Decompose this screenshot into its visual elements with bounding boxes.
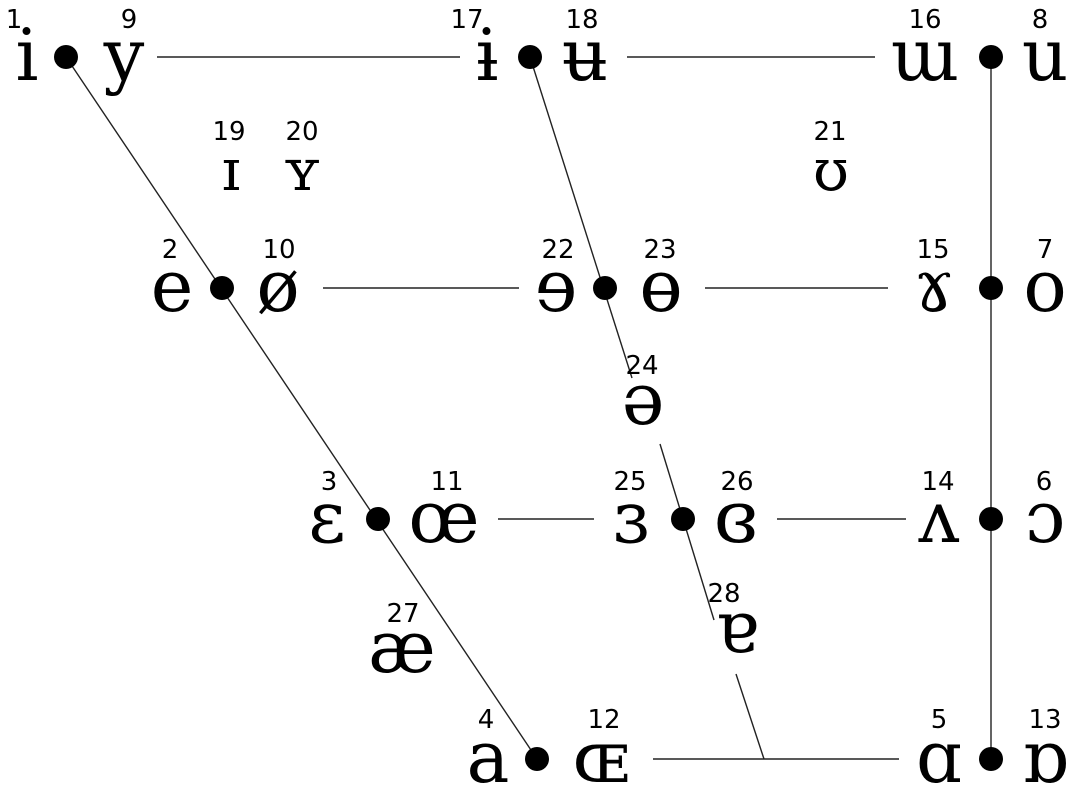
dot-close-back [979,45,1003,69]
vowel-symbol: ɯ [891,13,959,97]
front-line [65,56,538,760]
vowel-symbol: a [467,715,510,799]
vowel-number: 27 [386,599,419,629]
vowel-number: 3 [321,467,338,497]
vowel-number: 18 [565,5,598,35]
dot-open-mid-back [979,507,1003,531]
vowel-number: 1 [6,5,23,35]
vowel-symbol: ʌ [918,475,960,559]
vowel-symbol: ɜ [613,475,650,559]
vowel-number: 28 [707,579,740,609]
vowel-symbol: ʉ [562,13,608,97]
vowel-number: 17 [450,5,483,35]
central-line-lower [735,673,765,760]
vowel-symbol: ɐ [716,585,759,669]
central-line-upper [529,56,633,379]
vowel-symbol: ʏ [283,136,321,204]
vowel-symbol: ɵ [639,244,682,328]
vowel-number: 4 [478,705,495,735]
dot-close-central [518,45,542,69]
vowel-symbol: i [15,13,38,97]
vowel-number: 14 [921,467,954,497]
vowel-symbol: ø [256,244,299,328]
vowel-symbol: ɛ [308,475,345,559]
vowel-symbol: ɘ [535,244,578,328]
vowel-number: 26 [720,467,753,497]
vowel-symbol: ɨ [475,13,498,97]
vowel-symbol: ə [622,357,665,441]
vowel-number: 19 [212,117,245,147]
dot-open-front [525,747,549,771]
vowel-number: 15 [916,235,949,265]
vowel-symbol: ɑ [916,715,962,799]
vowel-symbols: i y ɨ ʉ ɯ u ɪ ʏ ʊ e ø ɘ ɵ ɤ o ə ɛ œ ɜ ɞ … [15,13,1068,799]
vowel-symbol: o [1023,244,1066,328]
vowel-number: 9 [121,5,138,35]
vowel-symbol: ɤ [914,244,955,328]
vowel-symbol: ɔ [1025,475,1065,559]
vowel-number: 20 [285,117,318,147]
vowel-symbol: œ [408,475,479,559]
vowel-number: 16 [908,5,941,35]
vowel-number: 2 [162,235,179,265]
vowel-number: 11 [430,467,463,497]
vowel-number: 25 [613,467,646,497]
vowel-number: 12 [587,705,620,735]
dot-close-mid-central [593,276,617,300]
vowel-number: 13 [1028,705,1061,735]
dot-close-mid-front [210,276,234,300]
vowel-number: 24 [625,351,658,381]
vowel-symbol: u [1022,13,1068,97]
vowel-number: 7 [1037,235,1054,265]
vowel-symbol: æ [368,605,436,689]
vowel-symbol: y [103,13,145,97]
vowel-symbol: ɒ [1022,715,1068,799]
vowel-numbers: 1 9 17 18 16 8 19 20 21 2 10 22 23 15 7 … [6,5,1062,735]
vowel-number: 21 [813,117,846,147]
vowel-number: 23 [643,235,676,265]
vowel-symbol: ɞ [714,475,758,559]
vowel-number: 10 [262,235,295,265]
vowel-symbol: ɶ [573,715,630,799]
vowel-number: 22 [541,235,574,265]
vowel-number: 5 [931,705,948,735]
dot-close-front [54,45,78,69]
vowel-symbol: e [151,244,194,328]
vowel-dots [54,45,1003,771]
dot-close-mid-back [979,276,1003,300]
vowel-number: 6 [1036,467,1053,497]
vowel-symbol: ʊ [813,136,849,204]
dot-open-back [979,747,1003,771]
dot-open-mid-central [671,507,695,531]
chart-lines [65,56,992,760]
vowel-number: 8 [1032,5,1049,35]
dot-open-mid-front [366,507,390,531]
vowel-symbol: ɪ [222,136,241,204]
central-line-middle [659,443,715,621]
